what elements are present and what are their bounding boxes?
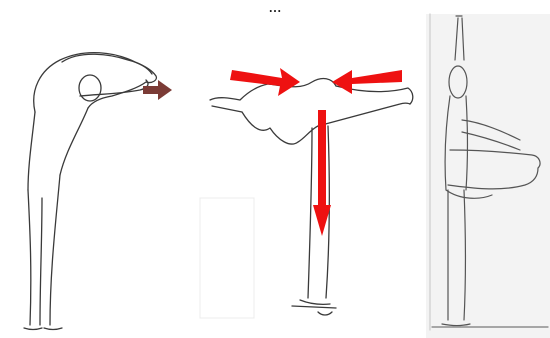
faint-box [200,198,254,318]
figure-balancing-one-leg [210,79,413,315]
figure-bending-forward [24,53,156,330]
red-arrow-left-inward [230,68,300,96]
right-panel-background [426,14,550,338]
